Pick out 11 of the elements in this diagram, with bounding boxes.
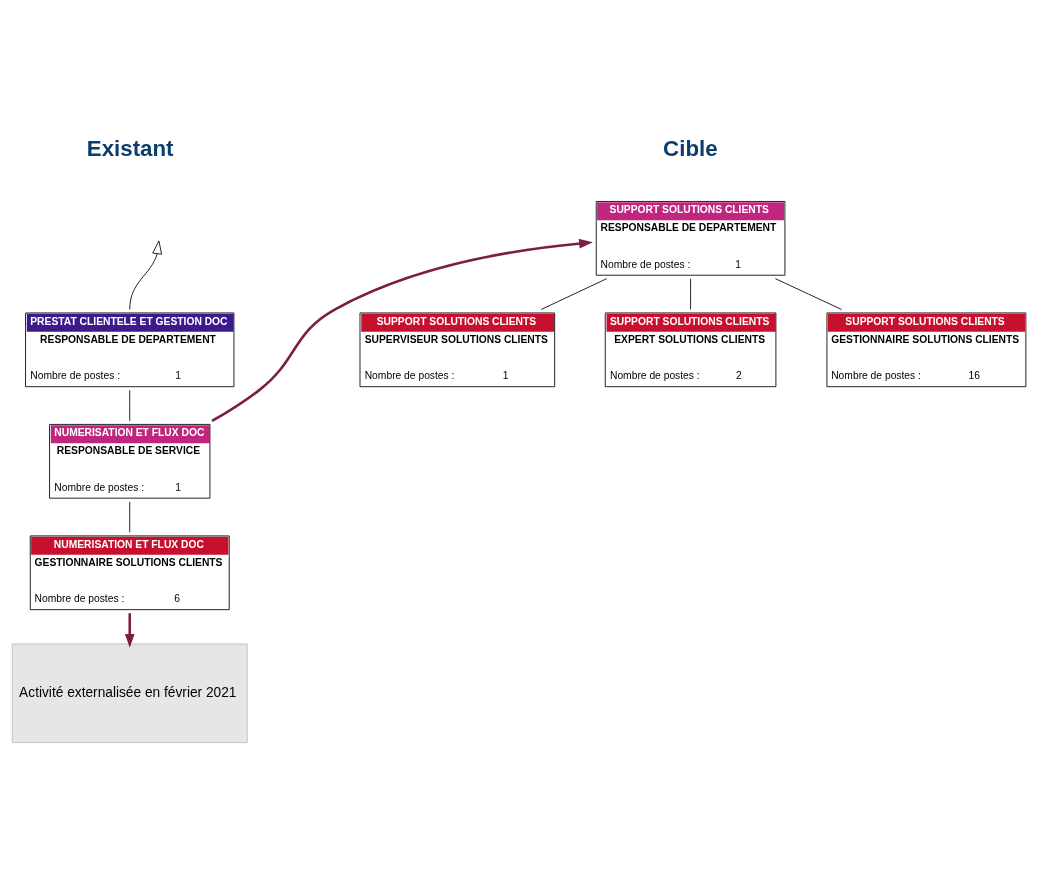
arrow [129,240,163,310]
connector [129,500,131,533]
arrow [124,612,135,648]
connector [690,277,691,310]
connector [129,389,131,421]
arrow [211,238,593,422]
connector [540,277,608,310]
connector [774,277,842,310]
node-box: Activité externalisée en février 2021 [11,643,248,743]
label: Cible [663,135,718,161]
label: Existant [86,135,174,161]
